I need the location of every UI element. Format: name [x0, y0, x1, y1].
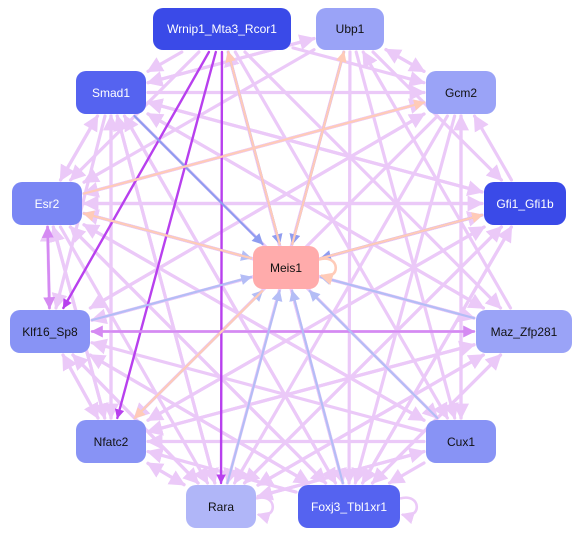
- edge-foxj3-to-meis1: [289, 289, 344, 485]
- node-ubp1[interactable]: Ubp1: [316, 8, 384, 50]
- node-smad1[interactable]: Smad1: [76, 71, 146, 114]
- edge-nfatc2-to-maz: [146, 340, 476, 434]
- edge-gcm2-to-ubp1: [384, 47, 426, 73]
- node-foxj3-tbl1xr1[interactable]: Foxj3_Tbl1xr1: [298, 485, 400, 528]
- edge-meis1-to-nfatc2: [133, 289, 264, 420]
- node-rara[interactable]: Rara: [186, 485, 256, 528]
- edge-esr2-to-gcm2: [82, 99, 426, 195]
- edge-rara-to-nfatc2: [146, 461, 186, 487]
- edge-gfi1-to-gcm2: [472, 114, 514, 182]
- edge-cux1-to-klf16: [90, 338, 426, 434]
- edge-wrnip1-to-smad1: [146, 50, 184, 73]
- node-klf16-sp8[interactable]: Klf16_Sp8: [10, 310, 90, 353]
- edge-foxj3-to-smad1: [122, 114, 338, 485]
- edge-rara-to-meis1: [226, 289, 283, 485]
- self-loop-meis1: [318, 257, 337, 286]
- edge-smad1-to-meis1: [133, 114, 264, 246]
- edge-maz-to-ubp1: [361, 50, 513, 310]
- edge-foxj3-to-klf16: [88, 353, 311, 485]
- node-gfi1-gfi1b[interactable]: Gfi1_Gfi1b: [484, 182, 566, 225]
- edge-esr2-to-smad1: [58, 114, 100, 182]
- edge-wrnip1-to-maz: [243, 50, 503, 310]
- node-maz-zfp281[interactable]: Maz_Zfp281: [476, 310, 572, 353]
- node-wrnip1-mta3-rcor1[interactable]: Wrnip1_Mta3_Rcor1: [153, 8, 291, 50]
- edge-gfi1-to-smad1: [146, 98, 484, 194]
- node-meis1[interactable]: Meis1: [253, 246, 319, 289]
- edge-klf16-to-esr2: [41, 225, 54, 310]
- edge-maz-to-smad1: [146, 112, 485, 310]
- edge-klf16-to-meis1: [90, 274, 253, 322]
- edge-maz-to-meis1: [319, 274, 476, 320]
- node-cux1[interactable]: Cux1: [426, 420, 496, 463]
- edge-cux1-to-esr2: [82, 223, 426, 422]
- edge-klf16-to-gcm2: [88, 112, 426, 310]
- node-nfatc2[interactable]: Nfatc2: [76, 420, 146, 463]
- edge-gcm2-to-rara: [233, 114, 449, 485]
- edge-ubp1-to-foxj3: [341, 50, 358, 485]
- edge-rara-to-klf16: [71, 353, 200, 485]
- node-esr2[interactable]: Esr2: [12, 182, 82, 225]
- edge-meis1-to-gfi1: [319, 212, 484, 260]
- edge-cux1-to-foxj3: [387, 461, 426, 485]
- edge-cux1-to-meis1: [308, 289, 439, 420]
- edge-meis1-to-ubp1: [291, 50, 347, 246]
- self-loop-foxj3: [399, 496, 418, 525]
- edge-wrnip1-to-rara: [216, 50, 226, 485]
- edge-nfatc2-to-klf16: [61, 353, 100, 420]
- edge-wrnip1-to-gcm2: [291, 46, 426, 87]
- node-gcm2[interactable]: Gcm2: [426, 71, 496, 114]
- edge-nfatc2-to-gfi1: [146, 225, 486, 422]
- edge-foxj3-to-gfi1: [361, 225, 513, 485]
- edge-rara-to-maz: [256, 353, 485, 487]
- edge-meis1-to-esr2: [82, 210, 253, 260]
- edge-wrnip1-to-cux1: [233, 50, 449, 420]
- self-loop-rara: [255, 496, 274, 525]
